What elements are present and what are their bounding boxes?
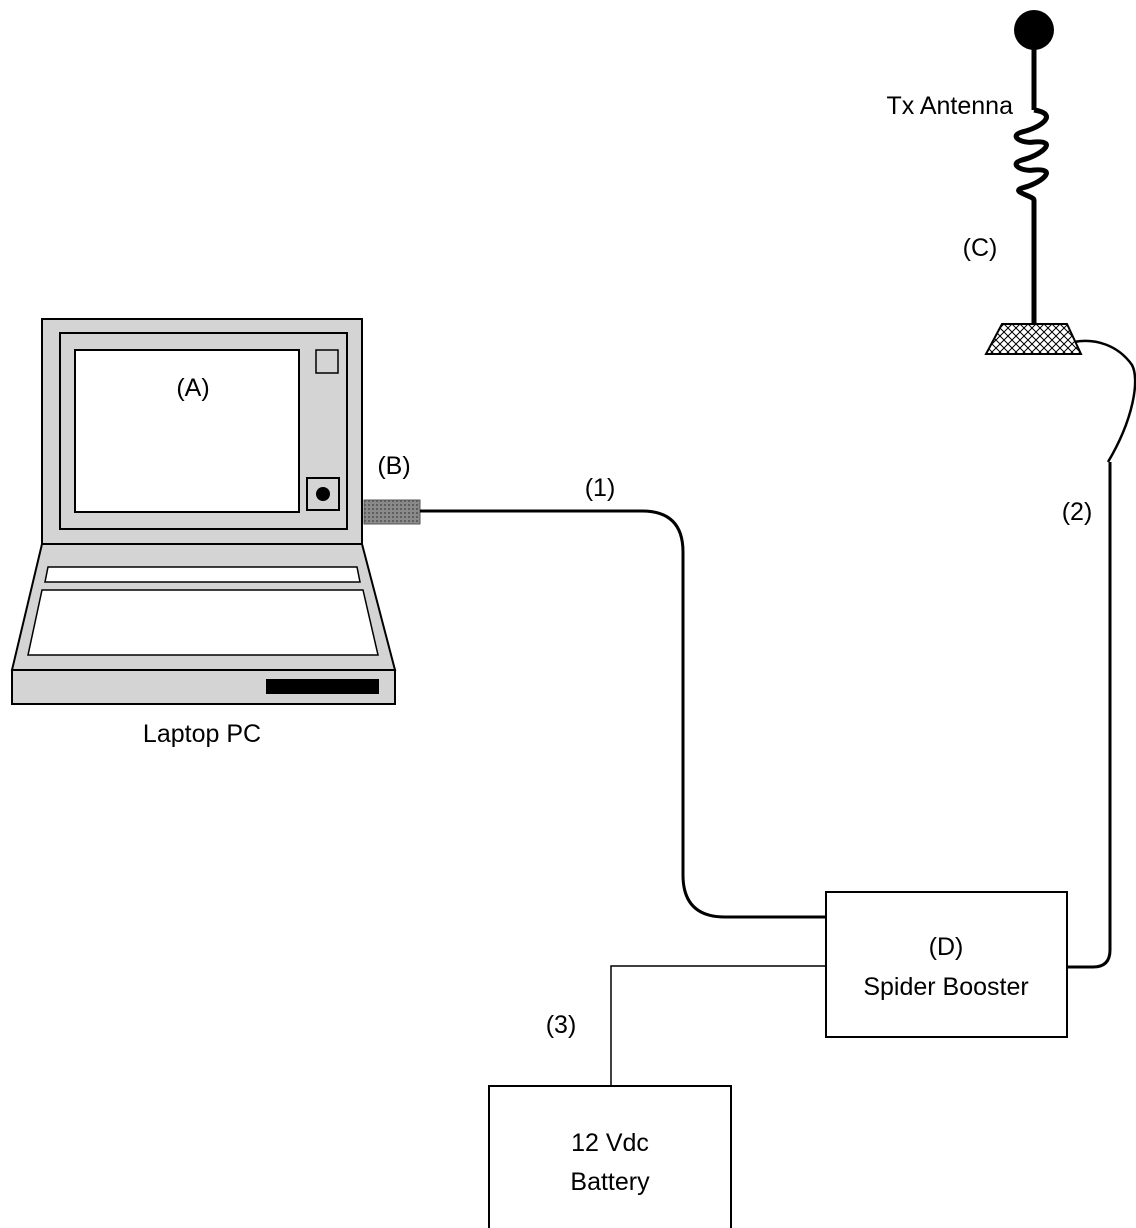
label-battery: Battery <box>570 1168 650 1196</box>
label-cable-3: (3) <box>546 1011 577 1039</box>
label-a: (A) <box>176 374 209 402</box>
cable-3 <box>610 965 826 1086</box>
laptop-drive-slot <box>266 679 379 694</box>
laptop-touch-strip <box>44 566 361 583</box>
cable-1 <box>420 509 826 919</box>
battery-box <box>488 1085 732 1228</box>
antenna-base-mount <box>984 323 1083 355</box>
antenna-coil <box>1013 107 1049 202</box>
usb-connector <box>363 499 421 525</box>
label-spider-booster: Spider Booster <box>863 973 1028 1001</box>
label-cable-2: (2) <box>1062 498 1093 526</box>
label-tx-antenna: Tx Antenna <box>887 92 1014 120</box>
label-b: (B) <box>377 452 410 480</box>
label-d: (D) <box>929 933 964 961</box>
label-cable-1: (1) <box>585 474 616 502</box>
laptop-screen <box>74 349 300 513</box>
spider-booster-box <box>825 891 1068 1038</box>
cable-2 <box>1067 462 1112 969</box>
laptop-keyboard <box>27 589 379 656</box>
label-c: (C) <box>963 234 998 262</box>
cable-2-upper <box>1073 339 1136 463</box>
laptop-small-button <box>315 349 339 374</box>
laptop-pc <box>10 318 397 705</box>
tx-antenna <box>984 10 1083 355</box>
label-laptop-pc: Laptop PC <box>143 720 261 748</box>
label-battery-voltage: 12 Vdc <box>571 1129 649 1157</box>
power-dot-icon <box>316 487 330 501</box>
